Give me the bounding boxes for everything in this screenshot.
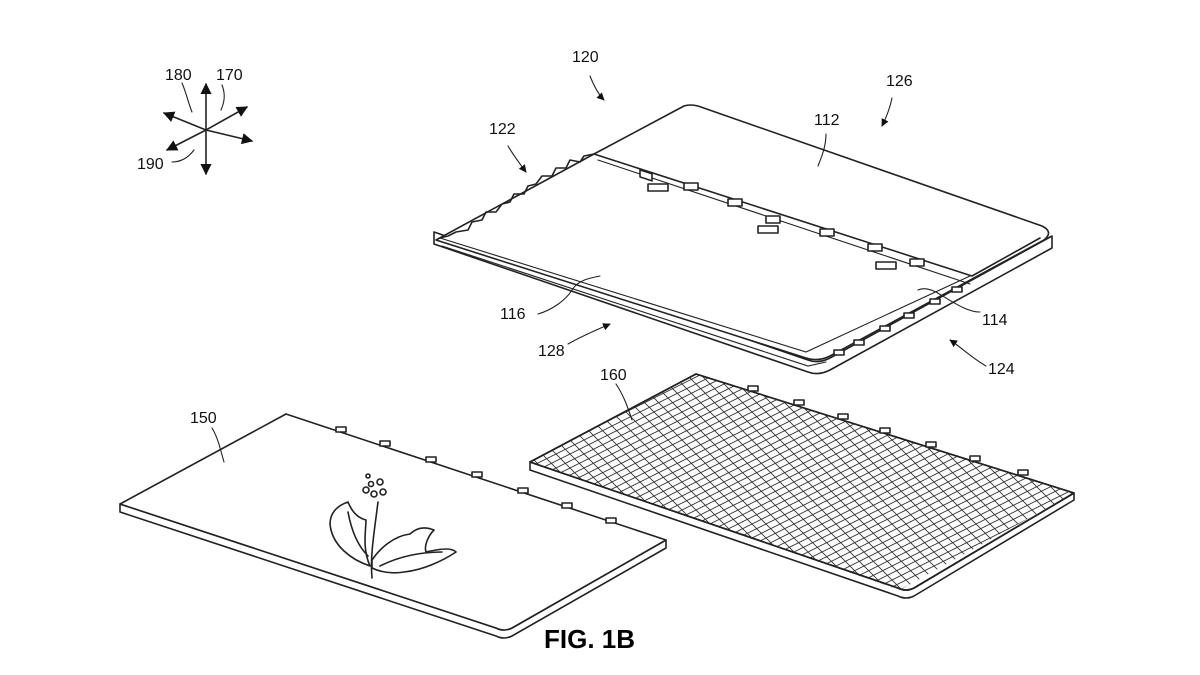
hinge-tabs xyxy=(639,169,925,270)
leader-120 xyxy=(589,75,605,101)
label-116: 116 xyxy=(500,306,526,323)
flower-right-vein xyxy=(379,551,443,567)
leader-126 xyxy=(881,97,893,127)
leader-122 xyxy=(507,145,527,173)
axis-arrow-lower-left xyxy=(166,129,207,151)
device-120: 120 126 122 112 116 114 128 124 xyxy=(433,49,1053,378)
label-170: 170 xyxy=(216,67,243,84)
leader-114 xyxy=(917,288,981,313)
label-160: 160 xyxy=(600,367,627,384)
label-112: 112 xyxy=(814,112,840,129)
device-top-face xyxy=(435,104,1050,361)
leader-124 xyxy=(949,339,987,367)
label-122: 122 xyxy=(489,121,516,138)
device-recess-edge xyxy=(439,237,971,353)
flower-stem xyxy=(370,501,379,579)
leader-160 xyxy=(615,383,633,421)
axis-arrow-right xyxy=(205,129,254,145)
edge-tabs xyxy=(833,286,963,356)
mesh-outline xyxy=(529,373,1075,591)
broken-edge xyxy=(439,153,595,239)
label-150: 150 xyxy=(190,410,217,427)
leader-150 xyxy=(211,427,225,463)
figure-title: FIG. 1B xyxy=(544,624,635,654)
flower-emblem xyxy=(329,473,457,579)
leader-170 xyxy=(220,84,225,111)
flower-stamens xyxy=(362,473,387,498)
label-190: 190 xyxy=(137,156,164,173)
label-124: 124 xyxy=(988,361,1015,378)
label-128: 128 xyxy=(538,343,565,360)
label-180: 180 xyxy=(165,67,192,84)
leader-180 xyxy=(181,82,193,113)
cover-tabs xyxy=(335,426,617,524)
leader-128 xyxy=(567,323,611,345)
leader-112 xyxy=(817,133,827,167)
cover-150: 150 xyxy=(119,410,667,639)
cover-top-face xyxy=(119,413,667,631)
leader-190 xyxy=(171,149,195,163)
mesh-tabs xyxy=(747,385,1029,476)
device-base-edge xyxy=(433,231,1053,375)
axis-arrow-upper-left xyxy=(162,111,207,131)
device-rim-line xyxy=(441,245,827,367)
leader-116 xyxy=(537,275,601,315)
flower-right-petal xyxy=(371,527,457,574)
hinge-line xyxy=(593,153,1041,277)
hinge-line-inner xyxy=(597,159,971,285)
label-120: 120 xyxy=(572,49,599,66)
flower-left-vein xyxy=(347,511,369,557)
flower-left-petal xyxy=(329,501,371,567)
axis-arrow-upper-right xyxy=(205,106,248,131)
label-114: 114 xyxy=(982,312,1008,329)
label-126: 126 xyxy=(886,73,913,90)
axis-indicator: 180 170 190 xyxy=(137,67,254,176)
